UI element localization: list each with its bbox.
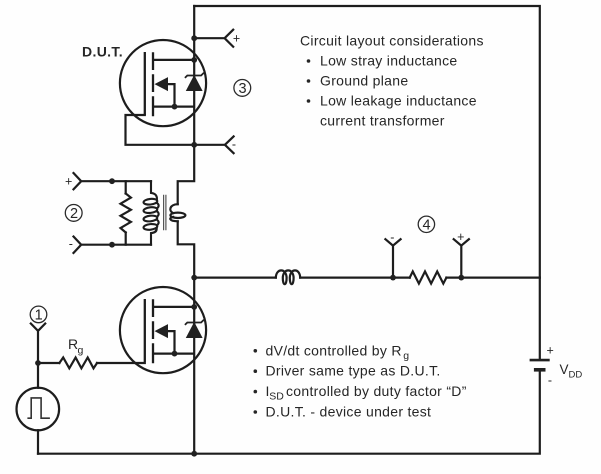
svg-text:-: - [69, 237, 73, 251]
svg-text:1: 1 [35, 308, 43, 324]
svg-text:I: I [266, 383, 270, 399]
svg-text:D.U.T.: D.U.T. [82, 44, 123, 60]
svg-text:+: + [65, 175, 72, 189]
svg-text:Driver same type as D.U.T.: Driver same type as D.U.T. [266, 363, 441, 379]
svg-text:current transformer: current transformer [320, 113, 445, 129]
svg-text:4: 4 [423, 218, 431, 234]
svg-text:+: + [233, 32, 240, 46]
svg-text:2: 2 [70, 206, 78, 222]
svg-text:+: + [547, 344, 554, 358]
svg-text:g: g [78, 345, 84, 357]
svg-text:dV/dt controlled by R: dV/dt controlled by R [266, 342, 402, 358]
svg-text:-: - [390, 231, 394, 245]
svg-text:g: g [403, 350, 409, 362]
svg-text:Ground plane: Ground plane [320, 73, 408, 89]
svg-text:D.U.T. - device under test: D.U.T. - device under test [266, 404, 432, 420]
svg-text:Low stray inductance: Low stray inductance [320, 53, 458, 69]
svg-text:-: - [548, 374, 552, 388]
svg-text:V: V [560, 362, 569, 377]
svg-text:controlled by duty factor “D”: controlled by duty factor “D” [286, 383, 467, 399]
svg-text:+: + [457, 230, 464, 244]
svg-text:SD: SD [269, 391, 284, 403]
svg-text:Circuit layout considerations: Circuit layout considerations [300, 33, 484, 49]
svg-text:Low leakage inductance: Low leakage inductance [320, 93, 477, 109]
svg-text:3: 3 [238, 81, 246, 97]
svg-text:R: R [68, 336, 78, 352]
svg-text:DD: DD [569, 369, 583, 380]
svg-text:-: - [232, 138, 236, 152]
